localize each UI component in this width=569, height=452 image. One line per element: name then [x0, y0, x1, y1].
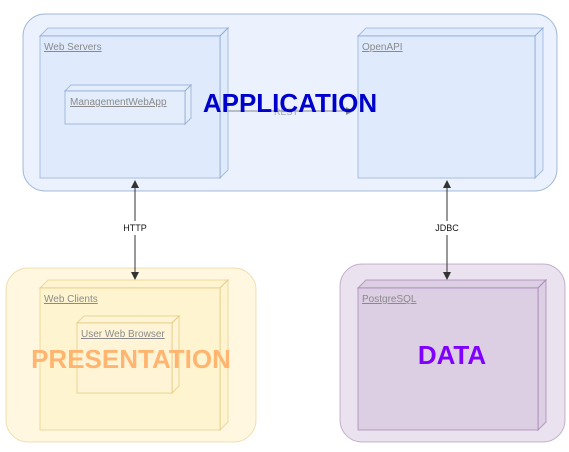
postgresql-label: PostgreSQL [362, 294, 417, 305]
web-clients-label: Web Clients [44, 294, 98, 305]
http-label: HTTP [123, 223, 147, 233]
jdbc-label: JDBC [435, 223, 459, 233]
application-layer-label: APPLICATION [203, 88, 377, 118]
user-web-browser-label: User Web Browser [81, 329, 165, 340]
openapi-label: OpenAPI [362, 42, 403, 53]
management-web-app-node[interactable]: ManagementWebApp [63, 83, 193, 126]
rest-connector[interactable]: REST [228, 107, 354, 117]
rest-label: REST [274, 107, 299, 117]
user-web-browser-node[interactable]: User Web Browser [75, 314, 181, 395]
management-web-app-label: ManagementWebApp [70, 97, 167, 108]
openapi-node[interactable]: OpenAPI [356, 26, 545, 180]
web-servers-label: Web Servers [44, 42, 102, 53]
jdbc-connector[interactable]: JDBC [430, 180, 466, 280]
presentation-layer-label: PRESENTATION [31, 344, 231, 374]
postgresql-node[interactable]: PostgreSQL [356, 278, 548, 432]
http-connector[interactable]: HTTP [118, 180, 154, 280]
data-layer-label: DATA [418, 340, 487, 370]
